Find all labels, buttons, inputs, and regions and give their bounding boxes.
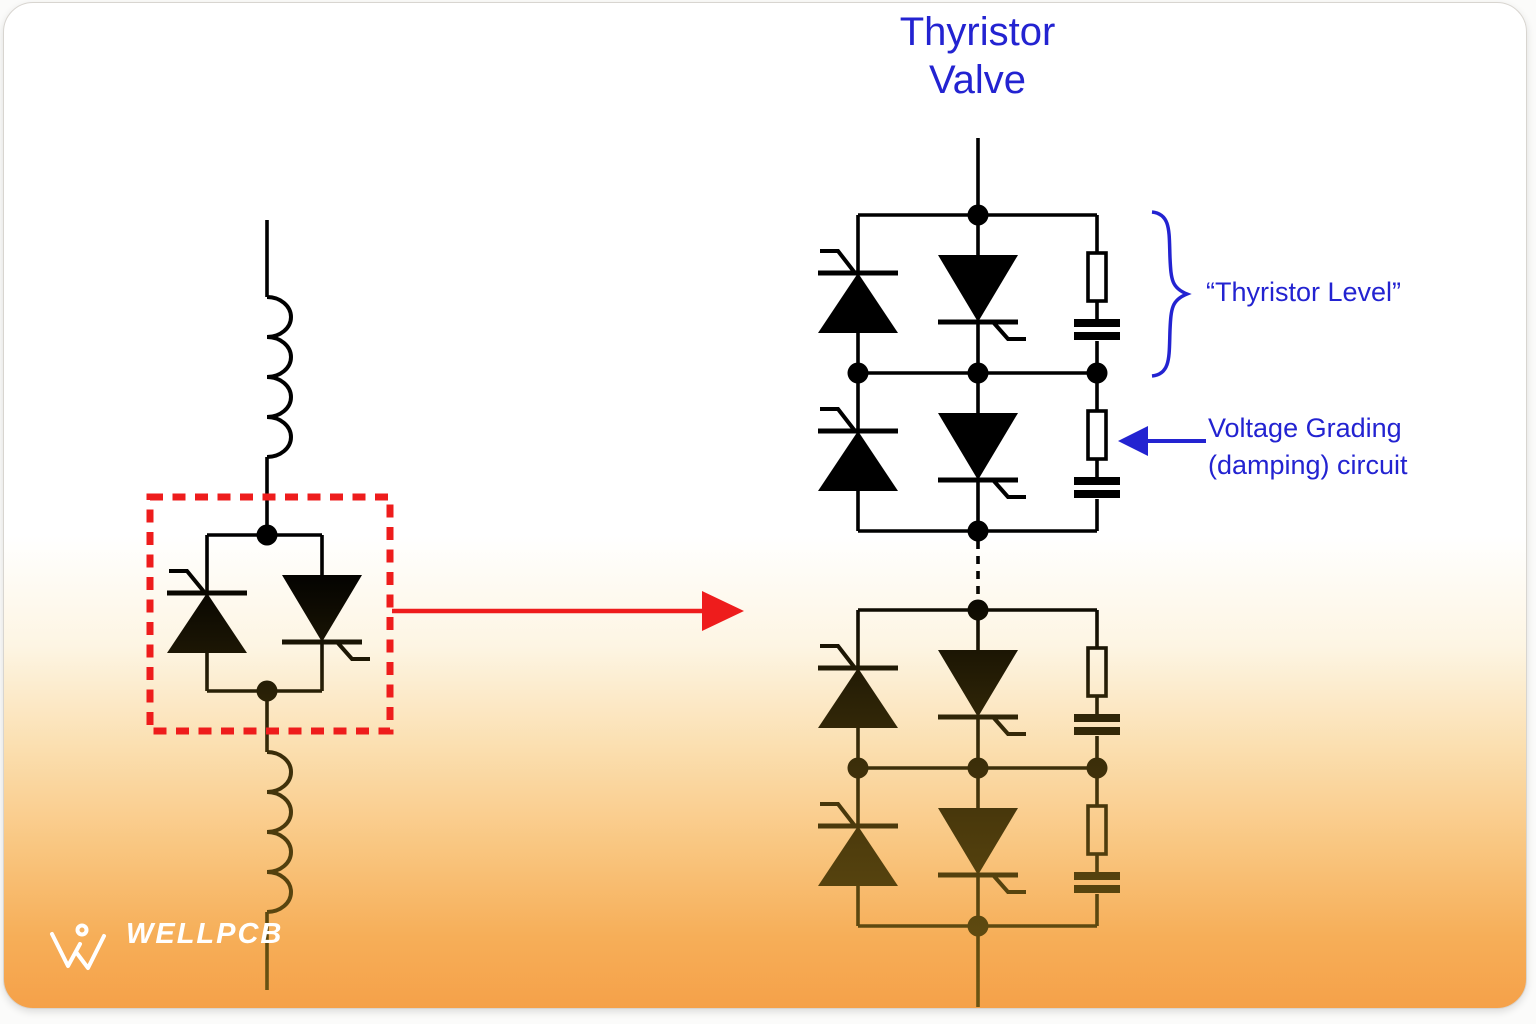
junction-dot — [256, 524, 278, 546]
highlight-group — [146, 493, 744, 735]
wellpcb-logo-icon — [50, 923, 106, 970]
thyristor-up-icon — [818, 215, 898, 373]
wellpcb-logo: WELLPCB — [44, 918, 283, 951]
resistor-icon — [1086, 804, 1108, 856]
thyristor-down-icon — [938, 373, 1026, 531]
junction-dot — [967, 520, 989, 542]
source-circuit — [167, 220, 370, 990]
thyristor-pair — [167, 524, 370, 702]
diagram-card — [3, 2, 1527, 1009]
logo-text: WELLPCB — [126, 918, 284, 950]
capacitor-icon — [1074, 319, 1120, 340]
thyristor-up-icon — [167, 535, 247, 691]
thyristor-up-icon — [818, 768, 898, 926]
curly-brace — [1151, 210, 1192, 378]
damping-branch — [1074, 768, 1120, 926]
voltage-grading-line-1: Voltage Grading — [1208, 413, 1402, 443]
damping-branch — [1074, 373, 1120, 531]
junction-dot — [967, 599, 989, 621]
resistor-icon — [1086, 251, 1108, 303]
thyristor-up-icon — [818, 373, 898, 531]
voltage-grading-arrow-icon — [1118, 426, 1206, 456]
thyristor-down-icon — [938, 768, 1026, 926]
resistor-icon — [1086, 646, 1108, 698]
thyristor-up-icon — [818, 610, 898, 768]
inductor-icon — [266, 295, 293, 459]
thyristor-down-icon — [938, 215, 1026, 373]
thyristor-level-2 — [818, 373, 1120, 542]
capacitor-icon — [1074, 872, 1120, 893]
inductor-icon — [266, 750, 293, 914]
annotation-graphics — [1118, 210, 1206, 456]
page-title: Thyristor Valve — [820, 8, 1135, 104]
highlight-dashed-box — [146, 493, 394, 735]
thyristor-level-label: “Thyristor Level” — [1206, 277, 1402, 307]
thyristor-level-1 — [818, 204, 1120, 384]
title-line-1: Thyristor — [899, 10, 1056, 54]
capacitor-icon — [1074, 714, 1120, 735]
capacitor-icon — [1074, 477, 1120, 498]
damping-branch — [1074, 610, 1120, 768]
zoom-arrow-icon — [392, 591, 744, 631]
thyristor-level-4 — [818, 768, 1120, 937]
thyristor-down-icon — [938, 610, 1026, 768]
damping-branch — [1074, 215, 1120, 373]
junction-dot — [967, 204, 989, 226]
resistor-icon — [1086, 409, 1108, 461]
title-line-2: Valve — [928, 58, 1027, 102]
thyristor-level-3 — [818, 599, 1120, 779]
voltage-grading-label: Voltage Grading (damping) circuit — [1208, 410, 1448, 484]
voltage-grading-line-2: (damping) circuit — [1208, 450, 1408, 480]
thyristor-down-icon — [282, 535, 370, 691]
valve-circuit — [818, 138, 1120, 1007]
